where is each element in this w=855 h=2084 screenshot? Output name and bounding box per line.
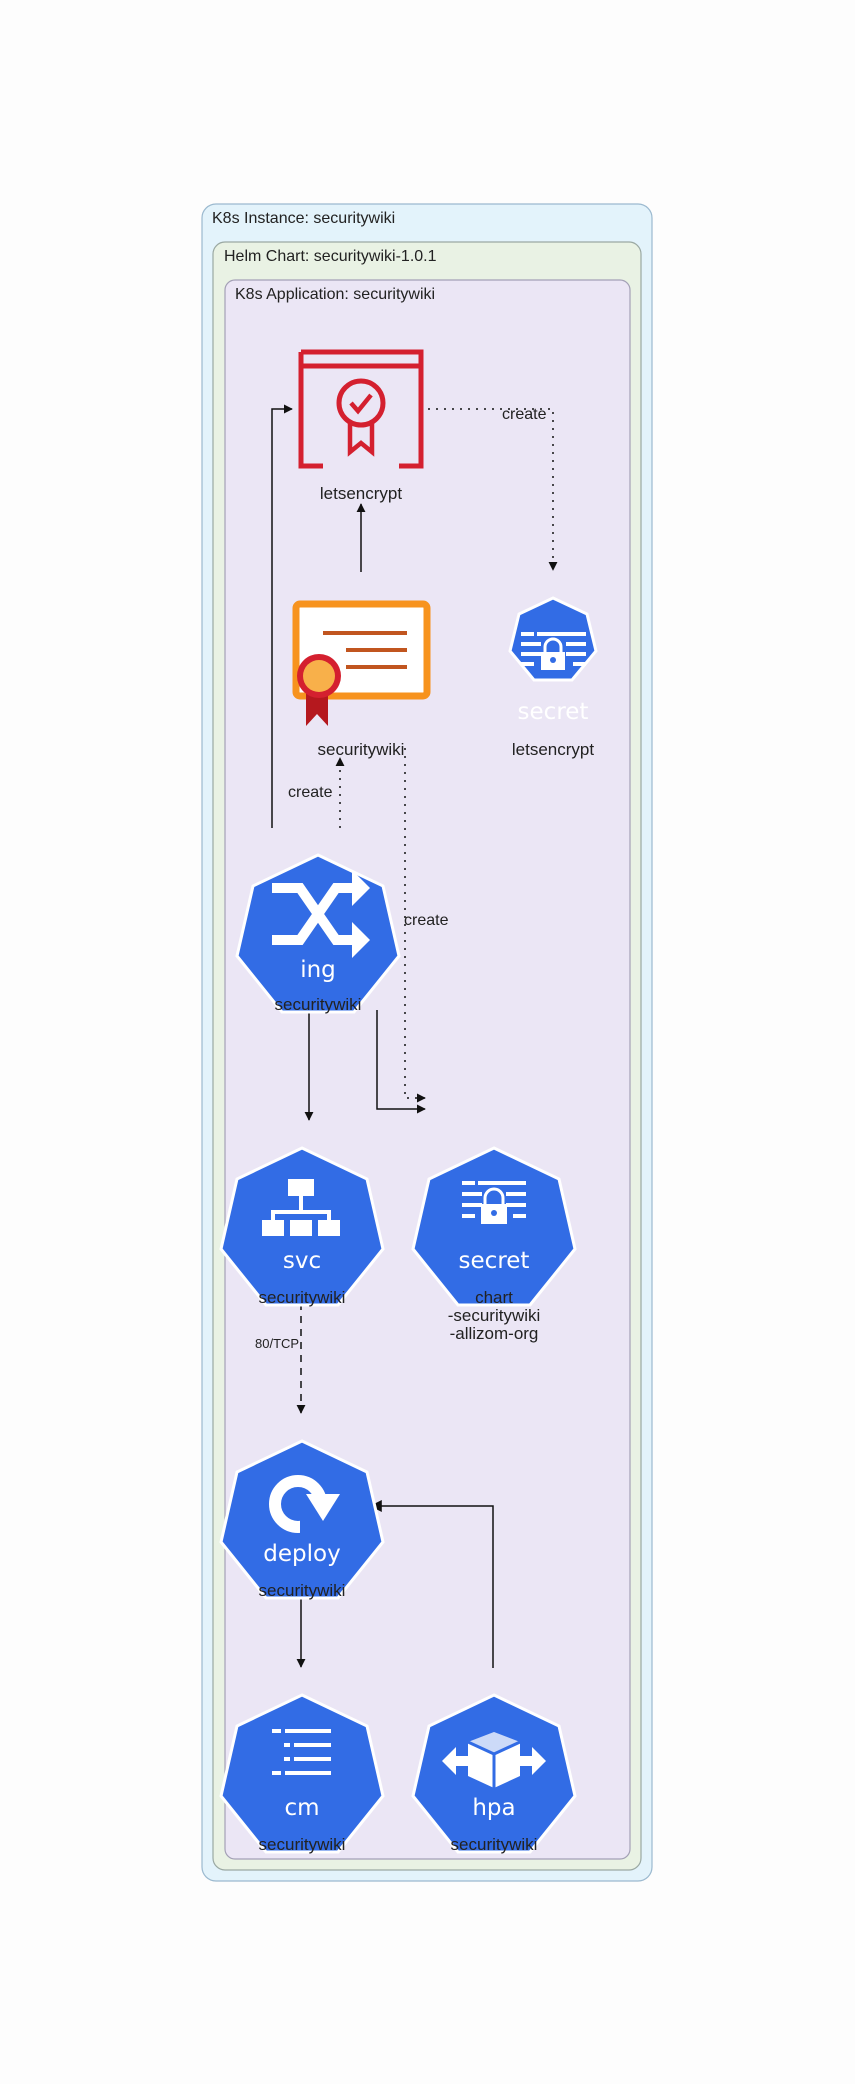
configmap-icon (272, 1729, 331, 1775)
node-configmap[interactable]: cm securitywiki (219, 1693, 385, 1854)
edge-ingress-to-chart-secret (376, 1010, 426, 1114)
edge-label-certificate-create: create (404, 912, 449, 929)
node-certificate-label: securitywiki (318, 740, 405, 759)
cluster-k8s-application: K8s Application: securitywiki (224, 279, 631, 1860)
hpa-kind-label: hpa (472, 1795, 515, 1821)
edge-label-issuer-create: create (502, 406, 547, 423)
secret-icon (508, 596, 598, 682)
node-ingress-label: securitywiki (275, 995, 362, 1014)
deployment-kind-label: deploy (263, 1541, 340, 1567)
cluster-helm-chart-label: Helm Chart: securitywiki-1.0.1 (224, 248, 437, 265)
edge-issuer-create-secret (428, 408, 558, 571)
secret-kind-label: secret (518, 699, 589, 725)
cluster-k8s-instance-label: K8s Instance: securitywiki (212, 210, 395, 227)
secret-icon (462, 1181, 526, 1224)
node-issuer[interactable]: letsencrypt (298, 349, 424, 503)
cluster-k8s-application-label: K8s Application: securitywiki (235, 286, 435, 303)
chart-secret-kind-label: secret (459, 1248, 530, 1274)
certificate-icon (292, 600, 431, 726)
node-certificate[interactable]: securitywiki (292, 600, 431, 759)
chart-secret-hexagon (411, 1146, 577, 1307)
configmap-kind-label: cm (284, 1795, 319, 1821)
node-service-label: securitywiki (259, 1288, 346, 1307)
ingress-icon (272, 870, 370, 958)
ingress-kind-label: ing (300, 957, 336, 983)
issuer-icon (298, 349, 424, 469)
node-deployment[interactable]: deploy securitywiki (219, 1439, 385, 1600)
node-secret-letsencrypt[interactable]: secret letsencrypt (508, 596, 598, 759)
edge-hpa-to-deployment (369, 1500, 494, 1668)
node-secret-chart-label-line-2: -securitywiki (448, 1306, 541, 1325)
node-issuer-label: letsencrypt (320, 484, 402, 503)
node-secret-letsencrypt-label: letsencrypt (512, 740, 594, 759)
service-icon (262, 1179, 340, 1236)
edges (271, 404, 558, 1668)
edge-label-service-port: 80/TCP (255, 1336, 299, 1351)
edge-ingress-to-issuer (271, 404, 293, 828)
node-hpa-label: securitywiki (451, 1835, 538, 1854)
hpa-icon (442, 1732, 546, 1788)
node-secret-chart-label-line-3: -allizom-org (450, 1324, 539, 1343)
deployment-icon (269, 1475, 340, 1538)
service-kind-label: svc (283, 1248, 321, 1274)
node-service[interactable]: svc securitywiki (219, 1146, 385, 1307)
node-configmap-label: securitywiki (259, 1835, 346, 1854)
node-secret-chart[interactable]: secret chart -securitywiki -allizom-org (411, 1146, 577, 1343)
edge-label-ingress-create: create (288, 784, 333, 801)
node-ingress[interactable]: ing securitywiki (235, 853, 401, 1014)
node-secret-chart-label-line-1: chart (475, 1288, 513, 1307)
node-deployment-label: securitywiki (259, 1581, 346, 1600)
node-hpa[interactable]: hpa securitywiki (411, 1693, 577, 1854)
